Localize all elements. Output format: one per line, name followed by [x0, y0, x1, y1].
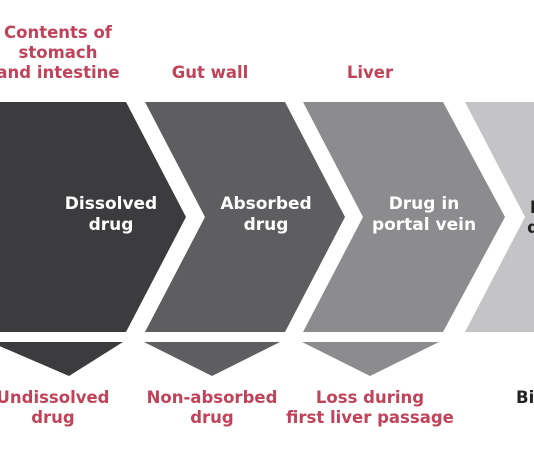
- state-label-absorbed-drug: Absorbed drug: [206, 194, 326, 235]
- loss-label-first-liver-passage: Loss during first liver passage: [275, 388, 465, 428]
- state-label-partial: I d: [518, 198, 534, 238]
- loss-line: Non-absorbed: [146, 388, 278, 407]
- chevron-drug-in-portal-vein: [303, 102, 505, 332]
- loss-line: first liver passage: [286, 408, 454, 428]
- state-line: portal vein: [371, 214, 477, 235]
- down-arrow-non-absorbed: [144, 342, 280, 376]
- loss-label-undissolved-drug: Undissolved drug: [0, 388, 128, 428]
- state-line: drug: [88, 214, 134, 235]
- loss-line: Bi: [516, 388, 534, 407]
- loss-line: Loss during: [315, 388, 425, 407]
- loss-line: Undissolved: [0, 388, 110, 407]
- location-line: Liver: [346, 63, 394, 82]
- location-label-stomach-intestine: Contents of stomach and intestine: [0, 23, 138, 83]
- state-line: Dissolved: [64, 194, 158, 214]
- loss-label-non-absorbed-drug: Non-absorbed drug: [127, 388, 297, 428]
- location-line: stomach: [18, 43, 98, 63]
- state-line: I: [529, 198, 534, 217]
- loss-label-partial: Bi: [516, 388, 534, 408]
- chevron-next-stage-partial: [465, 102, 534, 332]
- loss-line: drug: [31, 408, 75, 428]
- down-arrow-first-pass-loss: [302, 342, 439, 376]
- state-line: d: [527, 218, 534, 238]
- loss-line: drug: [190, 408, 234, 428]
- location-line: and intestine: [0, 63, 120, 83]
- state-line: drug: [243, 214, 289, 235]
- state-label-drug-in-portal-vein: Drug in portal vein: [364, 194, 484, 235]
- down-arrow-undissolved: [0, 342, 123, 376]
- state-line: Absorbed: [220, 194, 312, 214]
- location-label-gut-wall: Gut wall: [150, 63, 270, 83]
- state-label-dissolved-drug: Dissolved drug: [51, 194, 171, 235]
- chevron-absorbed-drug: [145, 102, 345, 332]
- chevron-dissolved-drug: [0, 102, 186, 332]
- location-line: Contents of: [4, 23, 112, 42]
- state-line: Drug in: [388, 194, 460, 214]
- location-label-liver: Liver: [310, 63, 430, 83]
- location-line: Gut wall: [171, 63, 249, 82]
